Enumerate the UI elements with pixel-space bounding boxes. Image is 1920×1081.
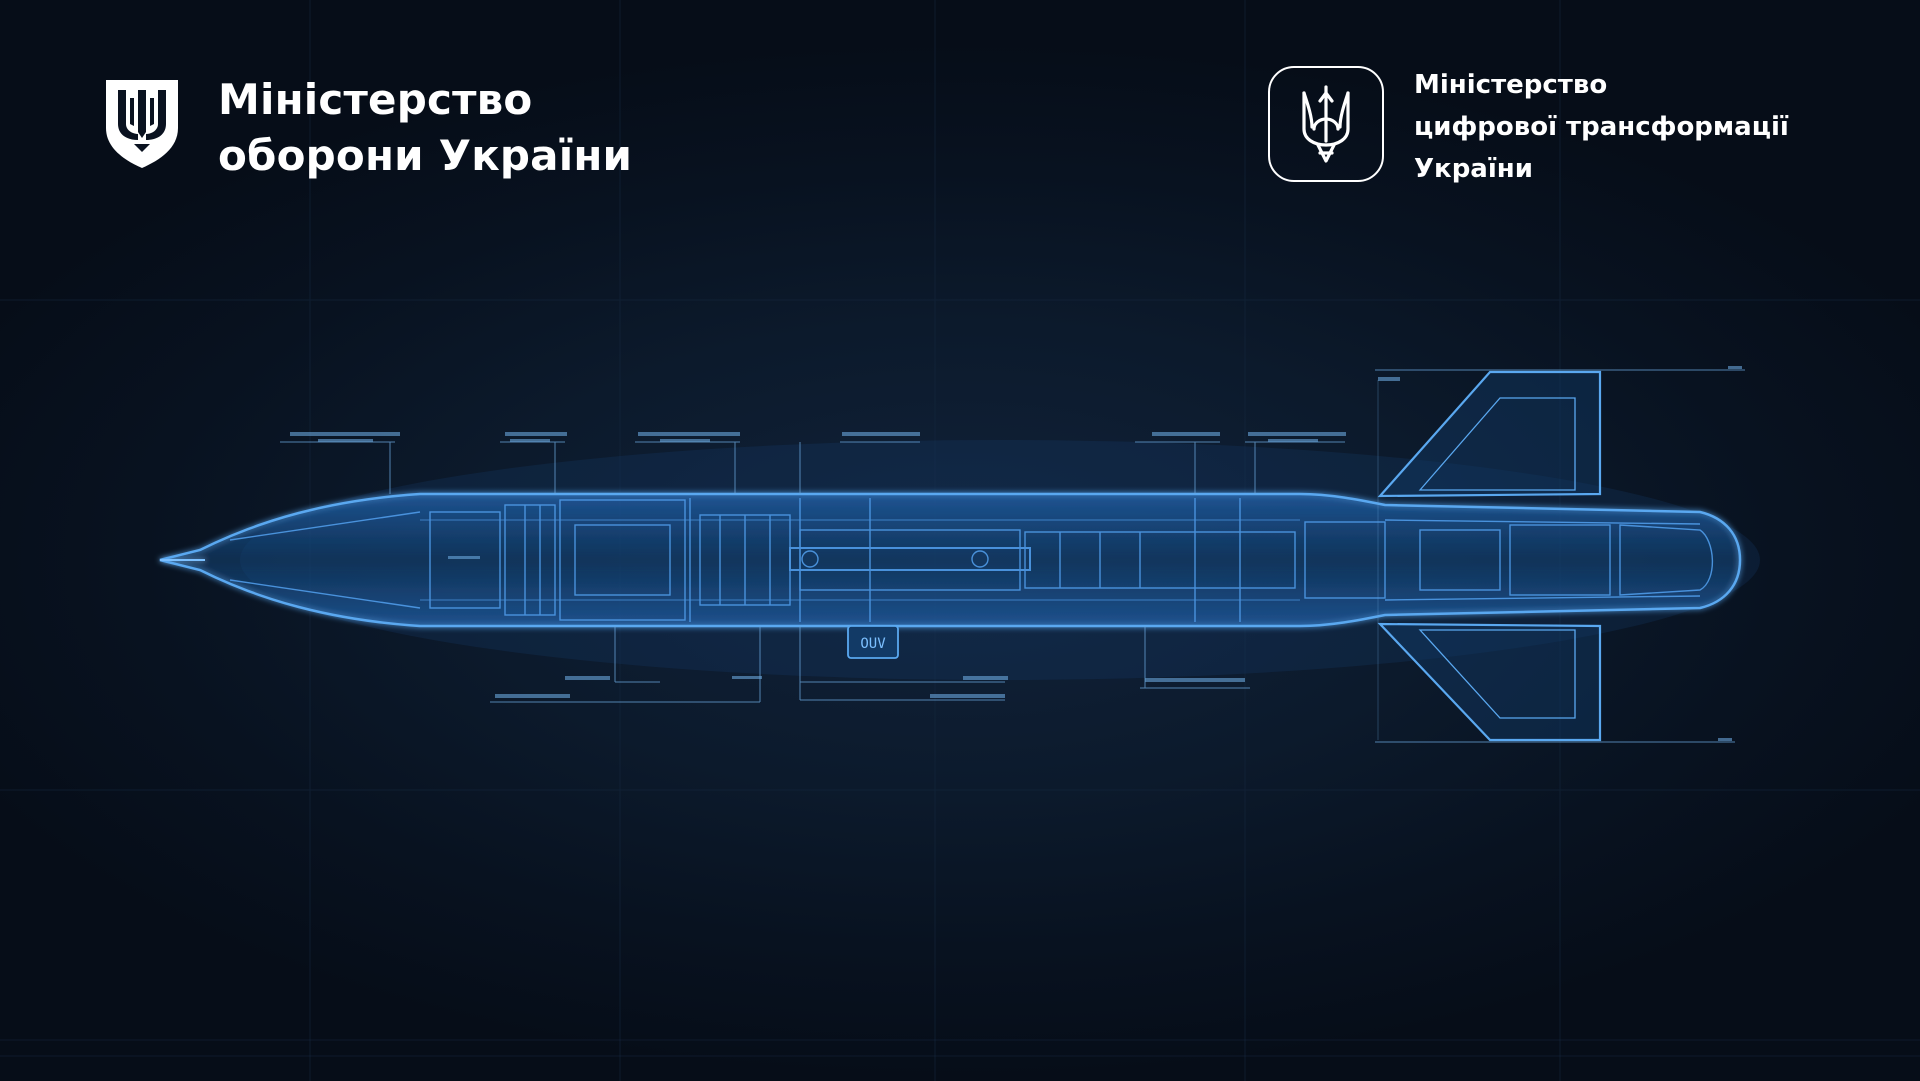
ministry-of-digital-transformation-title: Міністерство цифрової трансформації Укра…	[1414, 64, 1789, 190]
mod-title-line-1: Міністерство	[218, 75, 533, 124]
missile-body	[159, 492, 1742, 628]
ministry-of-defence-title: Міністерство оборони України	[218, 72, 632, 184]
ministry-of-defence-shield-icon	[106, 80, 178, 168]
internal-structure	[229, 498, 1714, 622]
annotation-labels	[290, 366, 1742, 741]
ventral-lug	[847, 625, 899, 659]
ministry-of-digital-transformation-logo: Міністерство цифрової трансформації Укра…	[1268, 66, 1789, 190]
tail-fins	[1377, 370, 1602, 742]
trident-badge	[1268, 66, 1384, 182]
mdt-title-line-2: цифрової трансформації	[1414, 112, 1789, 142]
annotation-leaders	[280, 369, 1745, 743]
mdt-title-line-3: України	[1414, 154, 1533, 184]
mdt-title-line-1: Міністерство	[1414, 70, 1608, 100]
fin-marking: OUV	[860, 636, 886, 652]
trident-icon	[1302, 85, 1350, 163]
mod-title-line-2: оборони України	[218, 131, 633, 180]
ministry-of-defence-logo: Міністерство оборони України	[104, 72, 632, 184]
